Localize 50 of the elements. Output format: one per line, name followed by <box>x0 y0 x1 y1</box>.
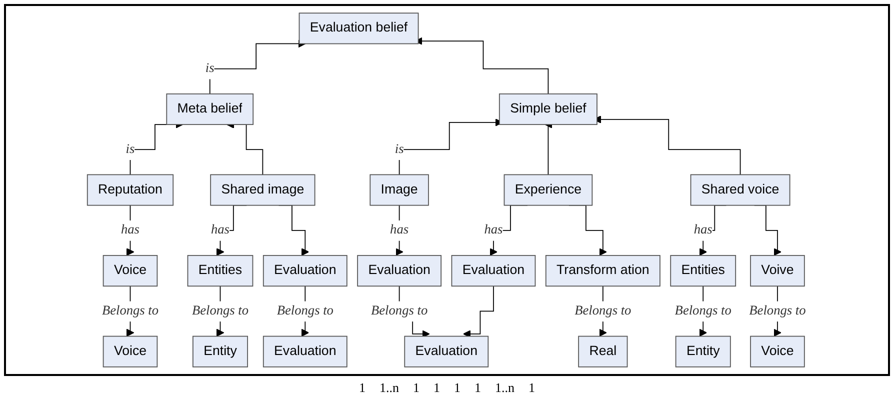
multiplicity-label: 1 <box>528 380 535 396</box>
node-box: Reputation <box>87 174 174 206</box>
node-box: Entities <box>188 255 254 287</box>
node-box: Voice <box>750 336 806 368</box>
node-box: Voive <box>750 255 806 287</box>
node-box: Voice <box>103 255 158 287</box>
node-box: Evaluation <box>263 255 348 287</box>
multiplicity-label: 1..n <box>380 380 399 396</box>
node-box: Entities <box>670 255 736 287</box>
edge-label: Belongs to <box>750 304 806 318</box>
multiplicity-label: 1 <box>474 380 481 396</box>
multiplicity-label: 1 <box>359 380 366 396</box>
edge-label: has <box>121 223 140 238</box>
edge-label: is <box>126 142 136 156</box>
node-box: Simple belief <box>499 93 598 125</box>
edge-label: Belongs to <box>277 304 334 318</box>
node-box: Evaluation <box>358 255 442 287</box>
edge-label: has <box>390 223 409 238</box>
node-box: Evaluation <box>404 336 490 368</box>
arrow <box>463 286 494 338</box>
node-box: Entity <box>192 336 248 368</box>
edge-label: has <box>211 223 230 238</box>
multiplicity-label: 1..n <box>495 380 514 396</box>
node-box: Shared image <box>210 174 316 206</box>
node-box: Entity <box>676 336 732 368</box>
node-box: Image <box>370 174 430 206</box>
edge-label: Belongs to <box>675 304 732 318</box>
node-box: Voice <box>103 336 158 368</box>
edge-label: Belongs to <box>102 304 159 318</box>
node-box: Real <box>578 336 628 368</box>
node-box: Evaluation belief <box>299 12 420 44</box>
arrow <box>126 204 135 256</box>
multiplicity-label: 1 <box>413 380 420 396</box>
node-box: Shared voice <box>690 174 791 206</box>
node-box: Evaluation <box>263 336 348 368</box>
node-box: Transform ation <box>546 255 661 287</box>
arrow <box>396 204 404 256</box>
edge-label: Belongs to <box>192 304 249 318</box>
node-box: Meta belief <box>166 93 254 125</box>
edge-label: is <box>395 142 404 156</box>
edge-label: has <box>694 223 713 238</box>
node-box: Experience <box>504 174 594 206</box>
node-box: Evaluation <box>452 255 536 287</box>
edge-label: Belongs to <box>575 304 632 318</box>
edge-label: Belongs to <box>371 304 428 318</box>
arrow <box>210 40 306 94</box>
edge-label: has <box>484 223 504 238</box>
multiplicity-label: 1 <box>434 380 440 396</box>
edge-label: is <box>206 61 215 76</box>
multiplicity-label: 1 <box>454 380 460 396</box>
